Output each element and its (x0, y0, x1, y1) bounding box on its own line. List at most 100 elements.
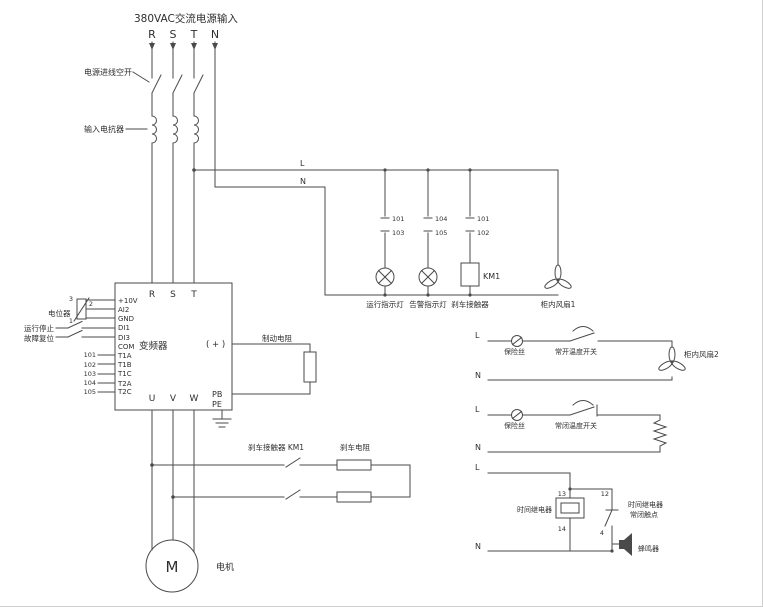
no-temp-switch-label: 常开温度开关 (555, 347, 597, 356)
motor-label: 电机 (216, 561, 234, 573)
inverter-terminal-s: S (170, 290, 176, 300)
wire-number: 102 (477, 229, 489, 237)
relay-wire-number: 104 (84, 379, 96, 387)
heater-icon (652, 414, 668, 453)
inverter-terminal-w: W (190, 394, 199, 404)
pot-pin-2: 2 (89, 300, 93, 308)
inverter-terminal-r: R (149, 290, 155, 300)
heater-n-label: N (475, 443, 481, 452)
inverter-terminal: AI2 (118, 306, 129, 314)
braking-resistor-icon (303, 351, 317, 383)
pot-pin-1: 1 (69, 317, 73, 325)
inverter-terminal-u: U (149, 394, 156, 404)
buzzer-label: 蜂鸣器 (638, 544, 659, 553)
time-relay-coil-icon (555, 497, 585, 519)
brake-contactor-label: 刹车接触器 (451, 299, 489, 309)
buzzer-cone-icon (624, 533, 632, 556)
supply-lines (125, 41, 218, 284)
fan1-icon (543, 264, 573, 291)
inverter-terminal: T1A (117, 352, 132, 360)
relay-wire-number: 105 (84, 388, 96, 396)
fuse-icon (511, 335, 523, 347)
left-io-wiring (55, 297, 116, 393)
timer-terminal-13: 13 (558, 490, 566, 498)
brake-contactor-km1-label: 刹车接触器 KM1 (248, 442, 304, 452)
timer-circuit (487, 472, 632, 556)
inverter-name: 变频器 (139, 340, 168, 352)
relay-wire-number: 103 (84, 370, 96, 378)
title-text: 380VAC交流电源输入 (134, 12, 238, 25)
run-lamp-icon (375, 267, 395, 287)
phase-r-label: R (148, 28, 156, 41)
brake-resistor-icon (336, 459, 372, 471)
braking-resistor-label: 制动电阻 (262, 333, 292, 343)
run-lamp-label: 运行指示灯 (366, 299, 404, 309)
inverter-terminal: T1C (117, 370, 132, 378)
timer-terminal-12: 12 (601, 490, 609, 498)
breaker-label: 电源进线空开 (84, 67, 132, 77)
control-bus (192, 168, 559, 296)
fan1-label: 柜内风扇1 (541, 299, 576, 309)
potentiometer-label: 电位器 (48, 308, 71, 318)
fan2-icon (657, 346, 687, 373)
brake-resistor-label: 刹车电阻 (340, 442, 370, 452)
indicator-branches (375, 168, 573, 297)
inverter-terminal: DI3 (118, 334, 130, 342)
bus-n-label: N (300, 177, 306, 186)
inverter-terminal: T1B (117, 361, 132, 369)
inverter-terminal: T2C (117, 388, 132, 396)
fault-reset-label: 故障复位 (24, 333, 54, 343)
time-relay-label: 时间继电器 (517, 505, 552, 514)
inverter-terminal: DI1 (118, 324, 130, 332)
fan2-label: 柜内风扇2 (684, 349, 719, 359)
timer-l-label: L (475, 463, 480, 472)
pot-pin-3: 3 (69, 295, 73, 303)
wire-number: 101 (392, 215, 404, 223)
timer-n-label: N (475, 542, 481, 551)
fan2-l-label: L (475, 331, 480, 340)
inverter-terminal: +10V (118, 297, 138, 305)
brake-resistor-icon (336, 491, 372, 503)
fan2-circuit (487, 326, 687, 381)
bus-l-label: L (300, 159, 305, 168)
wire-number: 105 (435, 229, 447, 237)
heater-fuse-label: 保险丝 (504, 421, 525, 430)
relay-wire-number: 101 (84, 351, 96, 359)
heater-l-label: L (475, 405, 480, 414)
nc-contact-label-line1: 时间继电器 (628, 500, 663, 509)
inverter-terminal-pb: PB (212, 390, 222, 399)
inverter-terminal: GND (118, 315, 134, 323)
fuse-icon (511, 409, 523, 421)
alarm-lamp-label: 告警指示灯 (409, 299, 447, 309)
alarm-lamp-icon (418, 267, 438, 287)
motor-output (145, 409, 199, 593)
motor-icon (145, 539, 199, 593)
inverter-terminal-v: V (170, 394, 177, 404)
inverter-terminal: COM (118, 343, 134, 351)
braking-resistor-loop (231, 343, 317, 395)
relay-wire-number: 102 (84, 361, 96, 369)
nc-temp-switch-label: 常闭温度开关 (555, 421, 597, 430)
motor-symbol: M (166, 558, 179, 576)
km1-coil-icon (460, 262, 480, 287)
wire-number: 104 (435, 215, 447, 223)
wire-number: 101 (477, 215, 489, 223)
ground-icon (212, 409, 232, 428)
nc-contact-icon (604, 505, 619, 552)
inverter-terminal: T2A (117, 380, 132, 388)
run-stop-label: 运行停止 (24, 323, 54, 333)
km1-coil-label: KM1 (483, 272, 500, 281)
timer-terminal-4: 4 (600, 529, 604, 537)
buzzer-icon (619, 540, 624, 549)
wire-number: 103 (392, 229, 404, 237)
inverter-dc-plus: ( + ) (206, 340, 225, 350)
inverter-terminal-pe: PE (212, 400, 222, 409)
fan2-n-label: N (475, 371, 481, 380)
brake-circuit (151, 457, 411, 503)
nc-contact-label-line2: 常闭触点 (630, 510, 658, 519)
phase-n-label: N (211, 28, 219, 41)
fan2-fuse-label: 保险丝 (504, 347, 525, 356)
reactor-label: 输入电抗器 (84, 124, 124, 134)
